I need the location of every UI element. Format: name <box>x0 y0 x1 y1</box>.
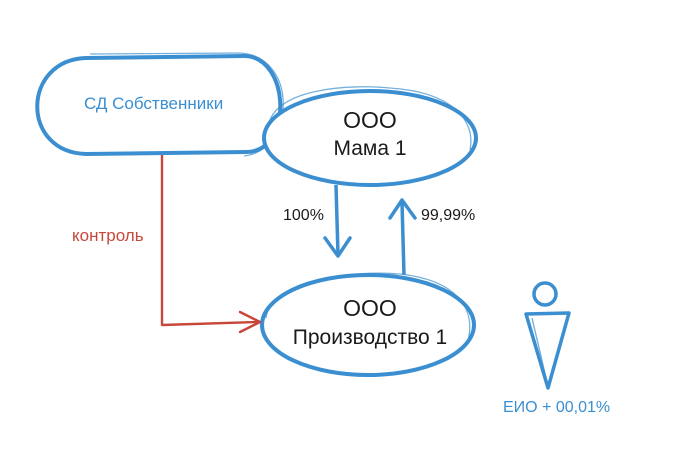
production-to-mama-label: 99,99% <box>421 207 476 224</box>
owners-board-label: СД Собственники <box>84 94 224 113</box>
mama-to-production-arrowhead <box>323 236 352 258</box>
mama-ellipse <box>262 89 478 187</box>
production-sketch-line <box>265 272 471 341</box>
production-to-mama-arrowhead <box>388 198 417 220</box>
owners-board-sketch-line <box>89 52 284 157</box>
mama-to-production-arrow-line <box>334 184 340 256</box>
production-label-line1: ООО <box>343 295 397 321</box>
control-arrow-line <box>160 155 259 327</box>
production-ellipse <box>260 273 476 377</box>
control-arrowhead <box>238 310 262 334</box>
mama-to-production-label: 100% <box>283 207 324 224</box>
control-label: контроль <box>72 226 144 245</box>
owners-board-shape <box>35 54 283 156</box>
production-to-mama-arrow-line <box>400 201 406 276</box>
person-icon <box>524 281 571 390</box>
production-label-line2: Производство 1 <box>292 326 448 349</box>
mama-label-line2: Мама 1 <box>333 137 407 160</box>
mama-sketch-line <box>267 86 472 151</box>
person-label: ЕИО + 00,01% <box>503 399 611 416</box>
mama-label-line1: ООО <box>343 107 397 133</box>
